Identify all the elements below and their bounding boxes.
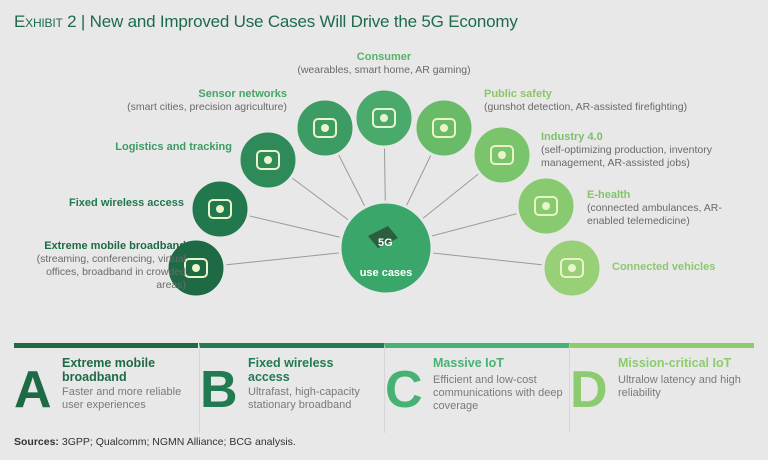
label-public-safety: Public safety(gunshot detection, AR-assi… (484, 88, 714, 114)
exhibit-title: Exhibit 2 | New and Improved Use Cases W… (14, 12, 518, 32)
category-desc: Faster and more reliable user experience… (62, 386, 182, 411)
category-letter: B (200, 361, 238, 419)
category-card-d: D Mission-critical IoT Ultralow latency … (569, 343, 754, 433)
shield-node (413, 97, 475, 159)
category-card-b: B Fixed wireless access Ultrafast, high-… (199, 343, 384, 433)
label-desc: (gunshot detection, AR-assisted firefigh… (484, 101, 688, 113)
hub-circle (338, 200, 434, 296)
category-title: Mission-critical IoT (618, 356, 732, 370)
label-ehealth: E-health(connected ambulances, AR-enable… (587, 189, 757, 228)
label-title: Industry 4.0 (541, 131, 603, 143)
wifi-icon (208, 199, 232, 219)
label-title: Extreme mobile broadband (44, 240, 186, 252)
smartwatch-node (353, 87, 415, 149)
category-letter: D (570, 361, 608, 419)
satellite-icon (368, 226, 398, 248)
label-extreme-mobile: Extreme mobile broadband(streaming, conf… (36, 240, 186, 292)
label-title: E-health (587, 189, 631, 201)
category-letter: A (14, 361, 52, 419)
hub-label: use cases (360, 267, 413, 279)
category-desc: Ultrafast, high-capacity stationary broa… (248, 386, 360, 411)
label-title: Consumer (356, 51, 412, 63)
sources-note: Sources: 3GPP; Qualcomm; NGMN Alliance; … (14, 436, 296, 448)
sources-text: 3GPP; Qualcomm; NGMN Alliance; BCG analy… (58, 436, 296, 448)
exhibit-number: Exhibit 2 (14, 12, 77, 31)
label-title: Connected vehicles (612, 261, 716, 273)
car-map-node (541, 237, 603, 299)
robot-arm-icon (490, 145, 514, 165)
label-title: Fixed wireless access (69, 197, 184, 209)
title-separator: | (80, 12, 86, 31)
robot-arm-node (471, 124, 533, 186)
car-map-icon (560, 258, 584, 278)
sources-label: Sources: (14, 436, 59, 448)
label-desc: (streaming, conferencing, virtual office… (36, 253, 186, 291)
use-case-diagram: 5G use cases (165, 87, 603, 299)
category-title: Massive IoT (433, 356, 504, 370)
category-desc: Ultralow latency and high reliability (618, 374, 741, 399)
truck-node (237, 129, 299, 191)
label-title: Sensor networks (198, 88, 287, 100)
category-desc: Efficient and low-cost communications wi… (433, 374, 563, 412)
smartwatch-icon (372, 108, 396, 128)
category-letter: C (385, 361, 423, 419)
label-desc: (connected ambulances, AR-enabled teleme… (587, 202, 722, 227)
shield-icon (432, 118, 456, 138)
label-title: Public safety (484, 88, 552, 100)
category-title: Extreme mobile broadband (62, 356, 156, 384)
router-icon (184, 258, 208, 278)
category-card-c: C Massive IoT Efficient and low-cost com… (384, 343, 569, 433)
title-text: New and Improved Use Cases Will Drive th… (89, 12, 518, 31)
hub-badge: 5G (378, 237, 393, 249)
label-desc: (self-optimizing production, inventory m… (541, 144, 712, 169)
router-node (165, 237, 227, 299)
wifi-node (189, 178, 251, 240)
phone-health-icon (534, 196, 558, 216)
sensor-icon (313, 118, 337, 138)
label-logistics: Logistics and tracking (82, 141, 232, 154)
phone-health-node (515, 175, 577, 237)
label-desc: (wearables, smart home, AR gaming) (297, 64, 471, 76)
truck-icon (256, 150, 280, 170)
label-fixed-wireless: Fixed wireless access (34, 197, 184, 210)
sensor-node (294, 97, 356, 159)
category-card-a: A Extreme mobile broadband Faster and mo… (14, 343, 198, 433)
label-sensor: Sensor networks(smart cities, precision … (87, 88, 287, 114)
label-title: Logistics and tracking (115, 141, 232, 153)
category-title: Fixed wireless access (248, 356, 334, 384)
label-industry: Industry 4.0(self-optimizing production,… (541, 131, 741, 170)
label-connected-vehicles: Connected vehicles (612, 261, 762, 274)
label-consumer: Consumer(wearables, smart home, AR gamin… (284, 51, 484, 77)
label-desc: (smart cities, precision agriculture) (127, 101, 287, 113)
